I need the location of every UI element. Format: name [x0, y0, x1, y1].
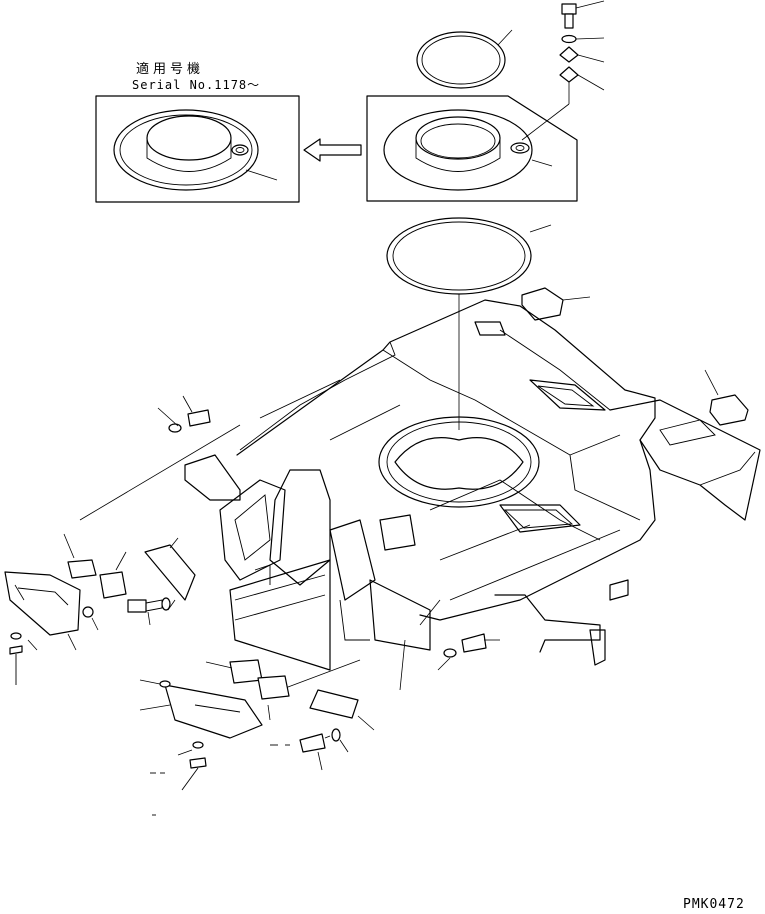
large-ring — [386, 217, 552, 430]
applicable-models-label: 適用号機 — [136, 62, 205, 77]
revolving-frame — [79, 287, 761, 691]
step-bracket — [144, 537, 196, 601]
cap-top — [521, 66, 605, 141]
bolt-top — [561, 0, 605, 29]
left-lamp-assembly — [4, 533, 127, 685]
detail-box-serial — [95, 95, 300, 203]
detail-box-standard — [366, 95, 578, 202]
right-bolt-group — [437, 633, 500, 671]
left-bolt — [127, 597, 176, 626]
drawing-code: PMK0472 — [683, 897, 745, 912]
top-seal-ring — [416, 29, 513, 89]
direction-arrow — [303, 138, 362, 162]
lower-bolt-group — [299, 689, 375, 771]
lower-lamp-assembly — [139, 659, 290, 791]
serial-number-label: Serial No.1178～ — [132, 78, 261, 92]
cap-nut-top — [559, 46, 605, 63]
reference-dashes — [150, 744, 290, 816]
washer-top — [561, 34, 605, 44]
upper-left-bolt — [157, 395, 211, 433]
